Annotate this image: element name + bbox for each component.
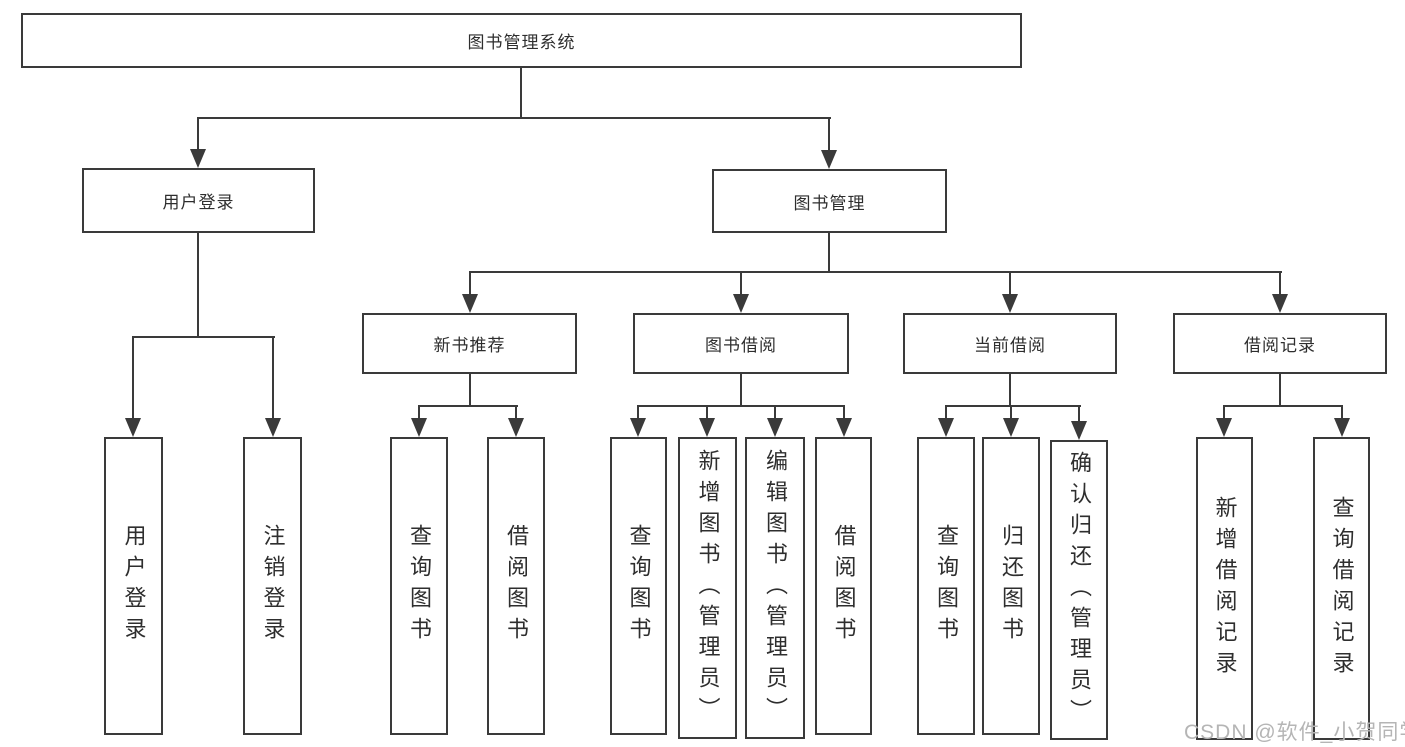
connector bbox=[1010, 405, 1012, 420]
leaf-borrow-book-label: 借阅图书 bbox=[831, 524, 857, 648]
leaf-borrow-book-recommend-label: 借阅图书 bbox=[504, 524, 529, 648]
arrow-down-icon bbox=[1216, 418, 1232, 437]
connector bbox=[828, 117, 830, 151]
leaf-query-book-current-label: 查询图书 bbox=[934, 524, 959, 648]
leaf-query-book-borrow-label: 查询图书 bbox=[626, 524, 652, 648]
leaf-query-book-recommend: 查询图书 bbox=[390, 437, 448, 735]
connector bbox=[843, 405, 845, 420]
leaf-add-borrow-record: 新增借阅记录 bbox=[1196, 437, 1253, 740]
node-user-login-label: 用户登录 bbox=[162, 193, 235, 212]
arrow-down-icon bbox=[125, 418, 141, 437]
connector bbox=[945, 405, 1081, 407]
connector bbox=[637, 405, 639, 420]
leaf-add-book-admin: 新增图书（管理员） bbox=[678, 437, 737, 739]
leaf-confirm-return-admin: 确认归还（管理员） bbox=[1050, 440, 1108, 740]
connector bbox=[828, 233, 830, 273]
arrow-down-icon bbox=[733, 294, 749, 313]
arrow-down-icon bbox=[836, 418, 852, 437]
arrow-down-icon bbox=[938, 418, 954, 437]
leaf-query-book-current: 查询图书 bbox=[917, 437, 975, 735]
node-book-management: 图书管理 bbox=[712, 169, 947, 233]
leaf-query-borrow-record: 查询借阅记录 bbox=[1313, 437, 1370, 740]
connector bbox=[197, 233, 199, 338]
node-root: 图书管理系统 bbox=[21, 13, 1022, 68]
arrow-down-icon bbox=[508, 418, 524, 437]
node-user-login: 用户登录 bbox=[82, 168, 315, 233]
connector bbox=[132, 336, 134, 420]
leaf-logout-label: 注销登录 bbox=[260, 524, 286, 648]
connector bbox=[469, 271, 471, 297]
arrow-down-icon bbox=[411, 418, 427, 437]
leaf-edit-book-admin-label: 编辑图书（管理员） bbox=[763, 448, 788, 728]
arrow-down-icon bbox=[1071, 421, 1087, 440]
leaf-borrow-book-recommend: 借阅图书 bbox=[487, 437, 545, 735]
connector bbox=[1009, 374, 1011, 407]
node-borrow-records: 借阅记录 bbox=[1173, 313, 1387, 374]
connector bbox=[740, 271, 742, 297]
leaf-edit-book-admin: 编辑图书（管理员） bbox=[745, 437, 805, 739]
arrow-down-icon bbox=[462, 294, 478, 313]
node-book-management-label: 图书管理 bbox=[793, 193, 866, 213]
connector bbox=[1223, 405, 1225, 420]
leaf-borrow-book: 借阅图书 bbox=[815, 437, 872, 735]
connector bbox=[774, 405, 776, 420]
arrow-down-icon bbox=[821, 150, 837, 169]
leaf-user-login-label: 用户登录 bbox=[121, 524, 147, 648]
connector bbox=[740, 374, 742, 407]
connector bbox=[1341, 405, 1343, 420]
node-root-label: 图书管理系统 bbox=[467, 33, 576, 52]
leaf-query-book-recommend-label: 查询图书 bbox=[407, 524, 432, 648]
arrow-down-icon bbox=[190, 149, 206, 168]
csdn-watermark: CSDN @软件_小贺同学 bbox=[1184, 721, 1405, 744]
connector bbox=[469, 374, 471, 407]
connector bbox=[706, 405, 708, 420]
connector bbox=[197, 117, 199, 151]
arrow-down-icon bbox=[699, 418, 715, 437]
connector bbox=[1009, 271, 1011, 297]
arrow-down-icon bbox=[1003, 418, 1019, 437]
connector bbox=[197, 117, 831, 119]
leaf-add-book-admin-label: 新增图书（管理员） bbox=[695, 448, 721, 728]
node-book-borrow-label: 图书借阅 bbox=[705, 336, 777, 355]
leaf-query-borrow-record-label: 查询借阅记录 bbox=[1329, 495, 1355, 682]
leaf-query-book-borrow: 查询图书 bbox=[610, 437, 667, 735]
node-book-borrow: 图书借阅 bbox=[633, 313, 849, 374]
connector bbox=[1223, 405, 1343, 407]
connector bbox=[132, 336, 275, 338]
connector bbox=[1279, 374, 1281, 407]
connector bbox=[469, 271, 1282, 273]
arrow-down-icon bbox=[1002, 294, 1018, 313]
connector bbox=[520, 68, 522, 118]
leaf-return-book-label: 归还图书 bbox=[999, 524, 1024, 648]
leaf-user-login: 用户登录 bbox=[104, 437, 163, 735]
arrow-down-icon bbox=[1334, 418, 1350, 437]
connector bbox=[418, 405, 420, 420]
arrow-down-icon bbox=[767, 418, 783, 437]
connector bbox=[272, 336, 274, 420]
connector bbox=[1279, 271, 1281, 297]
connector bbox=[945, 405, 947, 420]
leaf-logout: 注销登录 bbox=[243, 437, 302, 735]
node-borrow-records-label: 借阅记录 bbox=[1244, 336, 1316, 355]
leaf-return-book: 归还图书 bbox=[982, 437, 1040, 735]
arrow-down-icon bbox=[630, 418, 646, 437]
connector bbox=[637, 405, 845, 407]
connector bbox=[1078, 405, 1080, 423]
arrow-down-icon bbox=[1272, 294, 1288, 313]
leaf-confirm-return-admin-label: 确认归还（管理员） bbox=[1067, 450, 1092, 730]
connector bbox=[418, 405, 518, 407]
leaf-add-borrow-record-label: 新增借阅记录 bbox=[1212, 495, 1238, 682]
node-current-borrow-label: 当前借阅 bbox=[974, 336, 1046, 355]
connector bbox=[515, 405, 517, 420]
node-new-book-recommend-label: 新书推荐 bbox=[433, 336, 506, 355]
arrow-down-icon bbox=[265, 418, 281, 437]
node-new-book-recommend: 新书推荐 bbox=[362, 313, 577, 374]
node-current-borrow: 当前借阅 bbox=[903, 313, 1117, 374]
